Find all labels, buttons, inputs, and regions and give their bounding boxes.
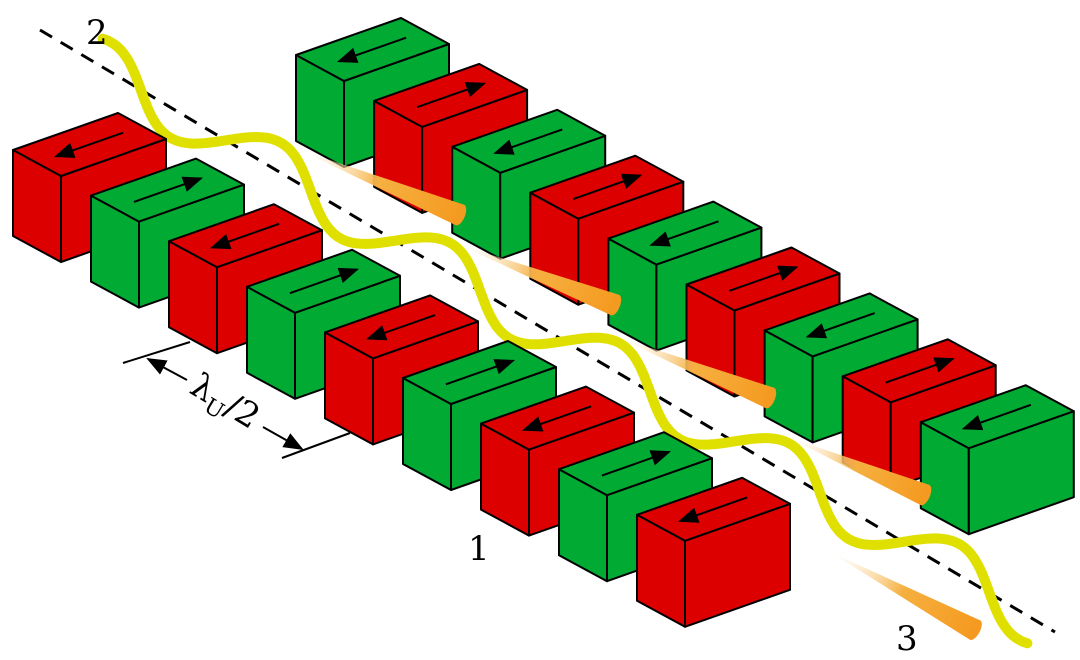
back-magnet-row <box>295 17 1075 536</box>
magnetization-arrow-icon <box>416 81 487 109</box>
magnetization-arrow-icon <box>805 312 876 339</box>
label-magnet-row: 1 <box>468 529 490 569</box>
magnetization-arrow-icon <box>210 222 280 250</box>
magnetization-arrow-icon <box>729 265 799 292</box>
radiation-cone <box>300 150 467 226</box>
electron-beam-trajectory <box>97 33 1033 649</box>
magnetization-arrow-icon <box>337 36 407 63</box>
magnet-block-green <box>246 248 401 400</box>
magnetization-arrow-icon <box>54 131 124 158</box>
label-beam-in: 2 <box>86 13 108 53</box>
magnetization-arrow-icon <box>133 176 203 203</box>
magnetization-arrow-icon <box>961 403 1032 431</box>
radiation-cone <box>460 245 622 316</box>
dimension-arrow-left <box>146 358 188 381</box>
radiation-cone <box>830 552 982 640</box>
label-radiation-out: 3 <box>896 619 918 659</box>
magnetization-arrow-icon <box>885 357 955 384</box>
magnetization-arrow-icon <box>445 359 515 386</box>
front-magnet-row <box>12 112 791 628</box>
magnetization-arrow-icon <box>649 220 719 247</box>
magnetization-arrow-icon <box>678 496 748 523</box>
magnetization-arrow-icon <box>601 450 671 477</box>
beam-axis-dashed-line <box>39 28 1056 634</box>
radiation-cone <box>620 338 777 409</box>
magnet-block-green <box>919 384 1075 536</box>
dimension-arrow-right <box>262 426 304 450</box>
magnet-block-red <box>636 476 791 628</box>
magnetization-arrow-icon <box>522 405 592 432</box>
magnetization-arrow-icon <box>289 267 359 295</box>
magnetization-arrow-icon <box>572 173 643 200</box>
radiation-cones <box>300 150 982 640</box>
radiation-cone <box>790 438 932 506</box>
magnetization-arrow-icon <box>366 314 436 341</box>
magnetization-arrow-icon <box>493 128 563 155</box>
